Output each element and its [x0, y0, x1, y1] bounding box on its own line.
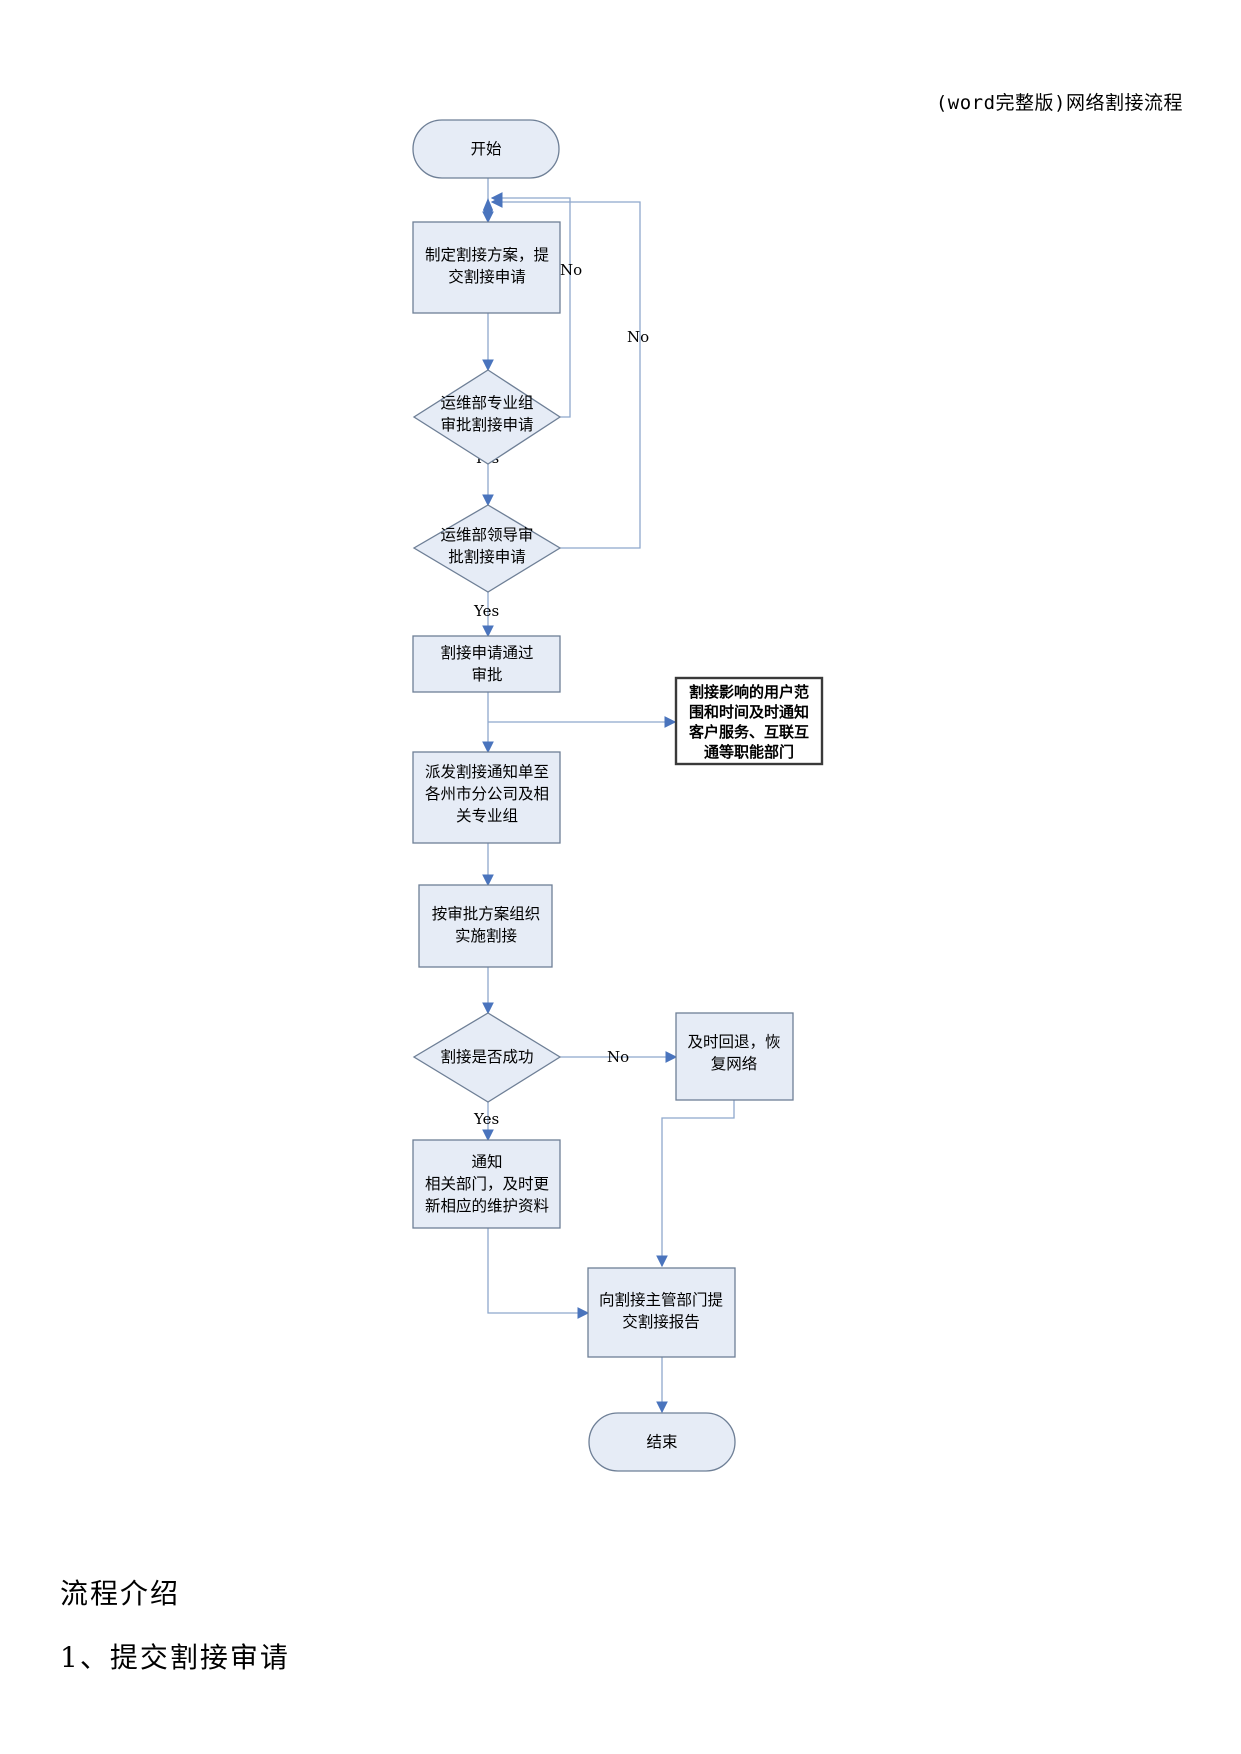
- notify-update-line-2: 相关部门，及时更: [425, 1175, 550, 1193]
- start-node: 开始: [412, 119, 560, 179]
- notify-users-line-4: 通等职能部门: [704, 743, 794, 761]
- label-no-dept: No: [560, 261, 582, 279]
- edge-rollback-to-report: [656, 1100, 735, 1268]
- loop-junction-marker: [483, 198, 493, 222]
- connectors: [482, 178, 735, 1414]
- make-plan-node: 制定割接方案，提 交割接申请: [412, 221, 561, 314]
- cutover-flowchart: No No Yes Yes No Yes 开始 制定割接方案，提 交割接申请 运…: [412, 119, 824, 1472]
- document-header: (word完整版)网络割接流程: [935, 92, 1183, 114]
- report-line-1: 向割接主管部门提: [599, 1291, 724, 1309]
- dept-approve-line-2: 审批割接申请: [440, 416, 533, 434]
- leader-approve-decision: 运维部领导审 批割接申请: [412, 504, 562, 593]
- start-node-label: 开始: [470, 140, 502, 158]
- leader-approve-line-2: 批割接申请: [448, 548, 526, 566]
- dept-approve-line-1: 运维部专业组: [440, 394, 533, 412]
- dispatch-line-3: 关专业组: [456, 807, 518, 825]
- notify-update-node: 通知 相关部门，及时更 新相应的维护资料: [412, 1139, 561, 1229]
- end-node-label: 结束: [646, 1433, 677, 1451]
- dispatch-line-1: 派发割接通知单至: [425, 763, 549, 781]
- make-plan-line-1: 制定割接方案，提: [425, 246, 550, 264]
- rollback-line-2: 复网络: [711, 1055, 758, 1073]
- dispatch-line-2: 各州市分公司及相: [425, 785, 549, 803]
- dept-approve-decision: 运维部专业组 审批割接申请: [412, 369, 562, 465]
- approved-line-1: 割接申请通过: [440, 644, 533, 662]
- notify-users-line-3: 客户服务、互联互: [688, 723, 809, 741]
- rollback-line-1: 及时回退，恢: [687, 1033, 780, 1051]
- success-check-label: 割接是否成功: [440, 1048, 533, 1066]
- label-yes-check: Yes: [473, 1110, 499, 1128]
- execute-node: 按审批方案组织 实施割接: [418, 884, 553, 968]
- success-check-decision: 割接是否成功: [412, 1012, 562, 1103]
- edge-dept-no-loop: [490, 192, 571, 418]
- report-line-2: 交割接报告: [622, 1313, 700, 1331]
- section-heading-process-intro: 流程介绍: [60, 1577, 181, 1610]
- label-no-check: No: [607, 1048, 629, 1066]
- report-node: 向割接主管部门提 交割接报告: [587, 1267, 736, 1358]
- notify-users-line-2: 围和时间及时通知: [689, 703, 809, 721]
- edge-leader-no-loop: [490, 196, 641, 549]
- label-no-leader: No: [627, 328, 649, 346]
- notify-update-line-3: 新相应的维护资料: [425, 1196, 549, 1215]
- rollback-node: 及时回退，恢 复网络: [675, 1012, 794, 1101]
- section-heading-step-1: 1、提交割接审请: [60, 1641, 290, 1674]
- execute-line-1: 按审批方案组织: [432, 905, 541, 923]
- notify-update-line-1: 通知: [471, 1153, 502, 1171]
- approved-node: 割接申请通过 审批: [412, 635, 561, 693]
- execute-line-2: 实施割接: [455, 927, 517, 945]
- approved-line-2: 审批: [471, 666, 502, 684]
- end-node: 结束: [588, 1412, 736, 1472]
- leader-approve-line-1: 运维部领导审: [440, 526, 533, 544]
- label-yes-leader: Yes: [473, 602, 499, 620]
- edge-update-to-report: [487, 1228, 590, 1319]
- notify-users-node: 割接影响的用户范 围和时间及时通知 客户服务、互联互 通等职能部门: [674, 676, 824, 766]
- make-plan-line-2: 交割接申请: [448, 268, 526, 286]
- notify-users-line-1: 割接影响的用户范: [689, 683, 809, 701]
- dispatch-node: 派发割接通知单至 各州市分公司及相 关专业组: [412, 751, 561, 844]
